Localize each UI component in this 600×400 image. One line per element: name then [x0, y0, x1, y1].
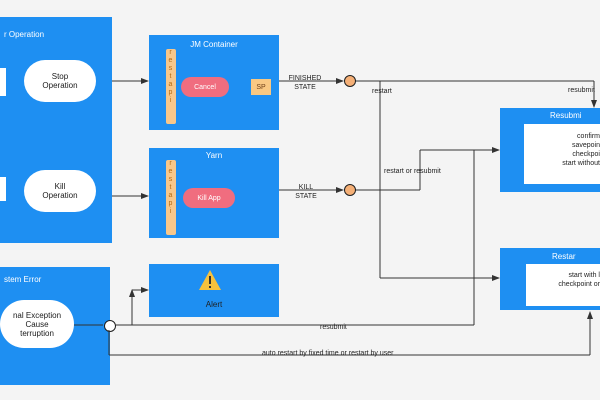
sp-label: SP: [256, 83, 266, 91]
cancel-label: Cancel: [194, 83, 216, 91]
group-alert: [149, 264, 279, 317]
left-mid-white-slot: [0, 177, 6, 201]
kill-state-label: KILL STATE: [295, 184, 317, 200]
kill-app-button[interactable]: Kill App: [183, 188, 235, 208]
yarn-restapi-strip: r e s t a p i: [166, 160, 176, 235]
group-system-error-title: stem Error: [4, 275, 42, 284]
restart-text: start with l checkpoint or: [558, 272, 600, 288]
restart-card: [526, 264, 600, 306]
kill-app-label: Kill App: [197, 194, 221, 202]
system-error-cloud: nal Exception Cause terruption: [0, 300, 74, 348]
jm-restapi-strip: r e s t a p i: [166, 49, 176, 124]
edge-label-resubmit-top: resubmit: [568, 87, 595, 94]
restart-title: Restar: [552, 252, 576, 261]
left-top-white-slot: [0, 68, 6, 96]
resubmit-card: [524, 124, 600, 184]
jm-title: JM Container: [190, 40, 238, 49]
system-error-junction: [104, 320, 116, 332]
cancel-button[interactable]: Cancel: [181, 77, 229, 97]
alert-label: Alert: [205, 300, 223, 309]
edge-label-auto-restart: auto restart by fixed time or restart by…: [262, 350, 394, 357]
system-error-label: nal Exception Cause terruption: [12, 310, 62, 338]
edge-label-restart-or-resubmit: restart or resubmit: [384, 168, 441, 175]
kill-operation-label: Kill Operation: [42, 182, 78, 200]
sp-box: SP: [251, 79, 271, 95]
alert-icon: [199, 270, 221, 290]
resubmit-title: Resubmi: [550, 111, 582, 120]
group-operation-title: r Operation: [4, 30, 45, 39]
resubmit-text: confirm savepoin checkpoi start without: [562, 133, 600, 167]
kill-state-circle: [344, 184, 356, 196]
finished-state-circle: [344, 75, 356, 87]
yarn-title: Yarn: [205, 151, 223, 160]
stop-operation-label: Stop Operation: [42, 72, 78, 90]
kill-operation-cloud: Kill Operation: [24, 170, 96, 212]
edge-label-restart: restart: [372, 88, 392, 95]
finished-state-label: FINISHED STATE: [288, 75, 322, 91]
stop-operation-cloud: Stop Operation: [24, 60, 96, 102]
edge-label-resubmit-bottom: resubmit: [320, 324, 347, 331]
